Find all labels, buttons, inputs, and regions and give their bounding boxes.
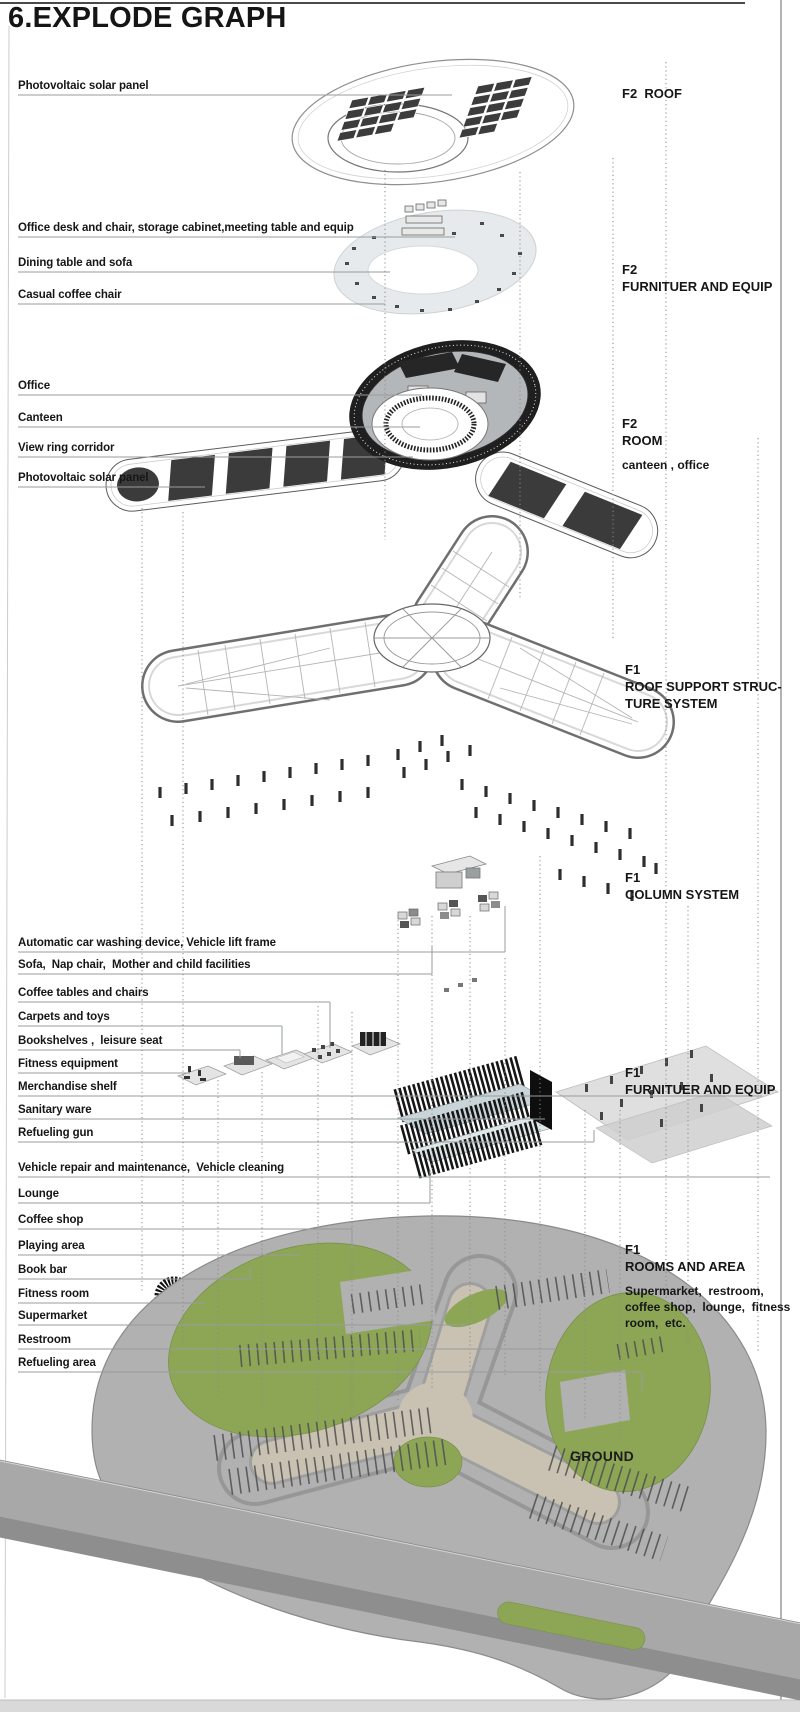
solar-array-right (458, 76, 533, 139)
left-label: Photovoltaic solar panel (18, 472, 149, 484)
left-label: Fitness room (18, 1288, 90, 1300)
layer-label-line: COLUMN SYSTEM (625, 886, 740, 902)
left-label: Lounge (18, 1188, 59, 1200)
left-label: Supermarket (18, 1310, 88, 1322)
f2-room-layer (105, 340, 659, 559)
left-label: Photovoltaic solar panel (18, 80, 149, 92)
layer-label-line: F1 (625, 662, 641, 677)
left-label: Office (18, 380, 50, 392)
left-label: Office desk and chair, storage cabinet,m… (18, 222, 354, 234)
layer-label-f2-room: F2 ROOM canteen , office (622, 416, 709, 473)
left-label: Canteen (18, 412, 63, 424)
left-label: Carpets and toys (18, 1011, 110, 1023)
layer-label-sub: Supermarket, restroom, coffee shop, loun… (625, 1283, 794, 1331)
left-label: Coffee tables and chairs (18, 987, 149, 999)
page-title: 6.EXPLODE GRAPH (8, 2, 287, 34)
left-label: Refueling gun (18, 1127, 94, 1139)
layer-label-line: F2 (622, 262, 638, 277)
layer-label-line: ROOM (622, 432, 663, 448)
layer-label-line: FURNITUER AND EQUIP (622, 278, 773, 294)
left-label: Coffee shop (18, 1214, 84, 1226)
layer-label-f1-rooms: F1 ROOMS AND AREA Supermarket, restroom,… (625, 1242, 797, 1331)
layer-label-line: F2 (622, 416, 638, 431)
layer-label-f1-columns: F1 COLUMN SYSTEM (625, 870, 739, 904)
roof-layer (291, 58, 575, 186)
layer-label-f2-furniture: F2 FURNITUER AND EQUIP (622, 262, 772, 296)
left-label: View ring corridor (18, 442, 115, 454)
left-label: Fitness equipment (18, 1058, 118, 1070)
layer-label-line: F2 ROOF (622, 86, 682, 101)
layer-label-line: F1 (625, 1242, 641, 1257)
left-label: Dining table and sofa (18, 257, 133, 269)
layer-label-f1-roof-support: F1 ROOF SUPPORT STRUC- TURE SYSTEM (625, 662, 782, 713)
f1-furniture-layer (177, 855, 779, 1164)
east-wing (475, 451, 659, 559)
layer-label-line: F1 (625, 1065, 641, 1080)
left-label: Merchandise shelf (18, 1081, 117, 1093)
left-label: Restroom (18, 1334, 71, 1346)
solar-array-left (336, 86, 426, 142)
left-label: Sanitary ware (18, 1104, 92, 1116)
layer-label-line: ROOMS AND AREA (625, 1258, 746, 1274)
f2-furniture-layer (333, 199, 537, 315)
left-label: Vehicle repair and maintenance, Vehicle … (18, 1162, 285, 1174)
layer-label-f1-furniture: F1 FURNITUER AND EQUIP (625, 1065, 775, 1099)
layer-label-line: F1 (625, 870, 641, 885)
layer-label-line: ROOF SUPPORT STRUC- (625, 678, 782, 694)
layer-label-sub: canteen , office (622, 457, 710, 472)
layer-label-f2-roof: F2 ROOF (622, 86, 682, 103)
left-label: Refueling area (18, 1357, 96, 1369)
left-label: Bookshelves , leisure seat (18, 1035, 163, 1047)
left-label: Playing area (18, 1240, 85, 1252)
column-layer (158, 735, 658, 901)
layer-label-line: TURE SYSTEM (625, 695, 718, 711)
left-label: Sofa, Nap chair, Mother and child facili… (18, 959, 251, 971)
roof-support-layer (141, 515, 675, 759)
projection-lines (141, 62, 759, 1436)
leader-lines (18, 94, 770, 1390)
ground-layer (0, 1215, 800, 1706)
left-label: Casual coffee chair (18, 289, 122, 301)
left-label: Automatic car washing device, Vehicle li… (18, 937, 276, 949)
left-label: Book bar (18, 1264, 68, 1276)
ground-label: GROUND (570, 1448, 635, 1464)
layer-label-line: FURNITUER AND EQUIP (625, 1081, 776, 1097)
